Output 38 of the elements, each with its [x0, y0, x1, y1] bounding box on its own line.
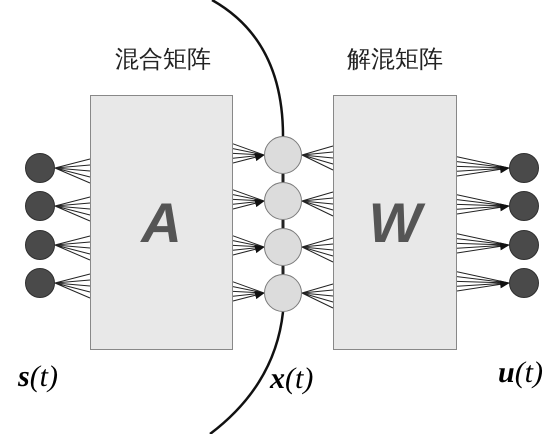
link-line: [282, 174, 284, 182]
arrow-fan: [232, 281, 265, 302]
connector-fan: [54, 274, 90, 298]
signal-label: u(t): [498, 356, 544, 390]
circle: [509, 230, 539, 260]
circle: [264, 274, 302, 312]
circle: [264, 228, 302, 266]
arrow-fan: [232, 235, 265, 256]
circle: [25, 268, 55, 298]
circle: [25, 153, 55, 183]
link-line: [282, 220, 284, 228]
arrow-fan: [456, 271, 510, 292]
circle: [25, 191, 55, 221]
connector-fan: [54, 158, 90, 184]
arrow-fan: [456, 233, 510, 254]
arrow-fan: [456, 156, 510, 176]
arrow-fan: [232, 143, 265, 164]
arrow-fan: [232, 189, 265, 210]
arrow-fan: [456, 194, 510, 214]
connector-fan: [302, 146, 334, 170]
matrix-box: A: [90, 95, 233, 350]
link-line: [282, 266, 284, 274]
circle: [509, 153, 539, 183]
signal-label: s(t): [18, 360, 58, 394]
matrix-heading: 解混矩阵: [346, 44, 444, 75]
connector-fan: [54, 196, 90, 222]
circle: [509, 268, 539, 298]
signal-label: x(t): [270, 362, 314, 396]
matrix-heading: 混合矩阵: [114, 44, 212, 75]
circle: [264, 136, 302, 174]
matrix-box: W: [333, 95, 457, 350]
connector-fan: [302, 192, 334, 216]
circle: [264, 182, 302, 220]
connector-fan: [54, 236, 90, 260]
circle: [509, 191, 539, 221]
connector-fan: [302, 284, 334, 308]
connector-fan: [302, 238, 334, 262]
circle: [25, 230, 55, 260]
